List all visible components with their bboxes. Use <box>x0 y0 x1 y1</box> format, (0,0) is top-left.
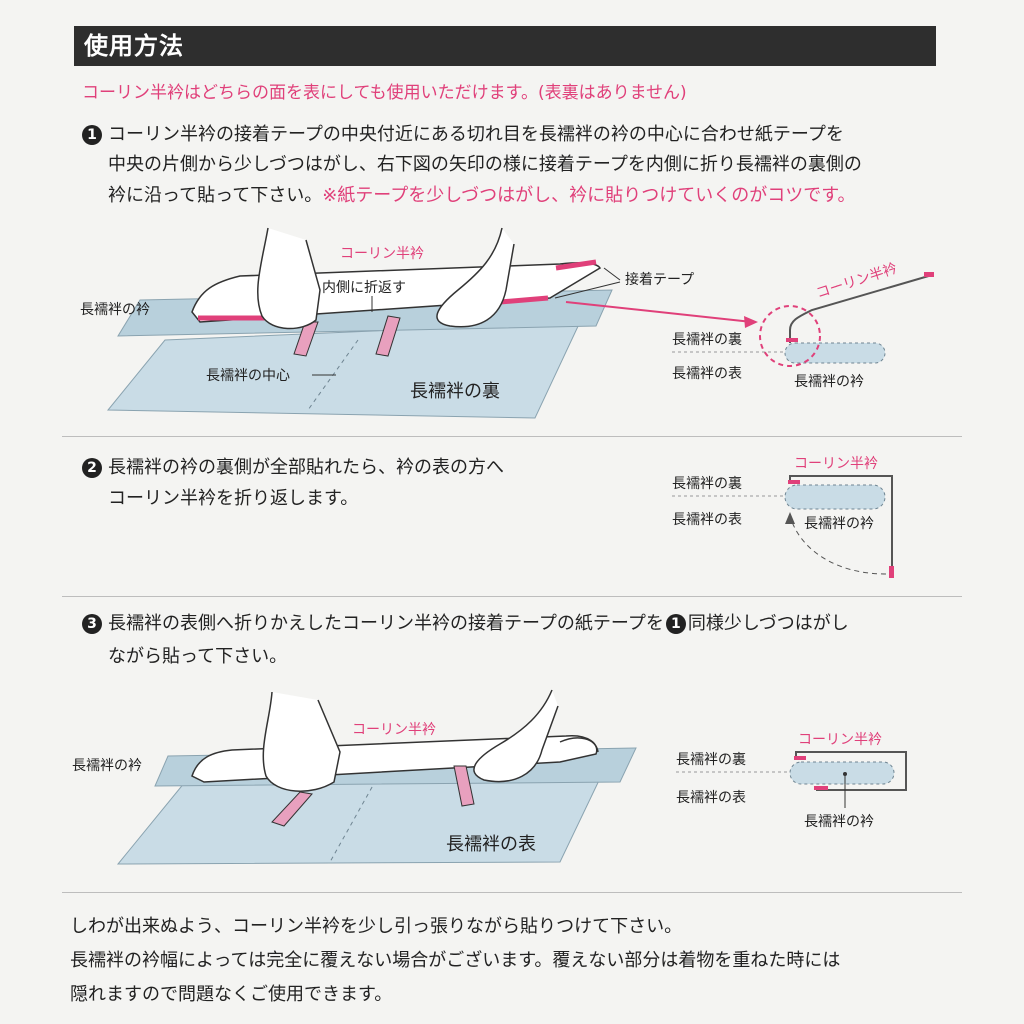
step1-line1: 1 コーリン半衿の接着テープの中央付近にある切れ目を長襦袢の衿の中心に合わせ紙テー… <box>82 125 844 145</box>
tape-label: 接着テープ <box>625 271 694 288</box>
divider <box>62 892 962 893</box>
step-number-badge: 1 <box>82 125 102 145</box>
step1-text-1: コーリン半衿の接着テープの中央付近にある切れ目を長襦袢の衿の中心に合わせ紙テープ… <box>108 124 844 145</box>
step2-text-1: 長襦袢の衿の裏側が全部貼れたら、衿の表の方へ <box>108 457 504 478</box>
divider <box>62 436 962 437</box>
step-ref-badge: 1 <box>665 614 686 634</box>
colin-label: コーリン半衿 <box>340 246 424 262</box>
detail2-collar-label: 長襦袢の衿 <box>804 516 874 532</box>
step1-tip: ※紙テープを少しづつはがし、衿に貼りつけていくのがコツです。 <box>322 185 856 206</box>
detail1-front-label: 長襦袢の表 <box>672 366 742 382</box>
step3-text-1b: 同様少しづつはがし <box>687 613 849 634</box>
footer-note-3: 隠れますので問題なくご使用できます。 <box>70 984 393 1005</box>
footer-note-2: 長襦袢の衿幅によっては完全に覆えない場合がございます。覆えない部分は着物を重ねた… <box>70 950 841 971</box>
step3-text-2: ながら貼って下さい。 <box>108 646 288 667</box>
step1-text-3: 衿に沿って貼って下さい。 <box>108 185 323 206</box>
fold-label: 内側に折返す <box>322 280 406 296</box>
step2-text-2: コーリン半衿を折り返します。 <box>108 488 359 509</box>
detail2-front-label: 長襦袢の表 <box>672 512 742 528</box>
section-title: 使用方法 <box>74 26 936 66</box>
center-label: 長襦袢の中心 <box>206 368 290 384</box>
detail2-back-label: 長襦袢の裏 <box>672 475 742 492</box>
back-label: 長襦袢の裏 <box>410 381 500 402</box>
detail2-colin-label: コーリン半衿 <box>794 456 878 472</box>
step1-text-2: 中央の片側から少しづつはがし、右下図の矢印の様に接着テープを内側に折り長襦袢の裏… <box>108 154 862 175</box>
footer-note-1: しわが出来ぬよう、コーリン半衿を少し引っ張りながら貼りつけて下さい。 <box>70 916 683 937</box>
front-label: 長襦袢の表 <box>446 834 536 855</box>
step1-line3: 衿に沿って貼って下さい。※紙テープを少しづつはがし、衿に貼りつけていくのがコツで… <box>108 187 856 205</box>
detail3-colin-label: コーリン半衿 <box>798 732 882 748</box>
detail1-back-label: 長襦袢の裏 <box>672 331 742 348</box>
step-number-badge: 2 <box>82 458 102 478</box>
detail3-front-label: 長襦袢の表 <box>676 790 746 806</box>
detail3-collar-label: 長襦袢の衿 <box>804 814 874 830</box>
detail3-back-label: 長襦袢の裏 <box>676 751 746 768</box>
detail1-collar-label: 長襦袢の衿 <box>794 374 864 390</box>
intro-note: コーリン半衿はどちらの面を表にしても使用いただけます。(表裏はありません) <box>82 83 687 103</box>
step2-line1: 2 長襦袢の衿の裏側が全部貼れたら、衿の表の方へ <box>82 458 504 478</box>
divider <box>62 596 962 597</box>
step-number-badge: 3 <box>82 614 102 634</box>
collar-label: 長襦袢の衿 <box>80 302 150 318</box>
step3-text-1a: 長襦袢の表側へ折りかえしたコーリン半衿の接着テープの紙テープを <box>108 613 664 634</box>
colin-label: コーリン半衿 <box>352 722 436 738</box>
collar-label: 長襦袢の衿 <box>72 758 142 774</box>
